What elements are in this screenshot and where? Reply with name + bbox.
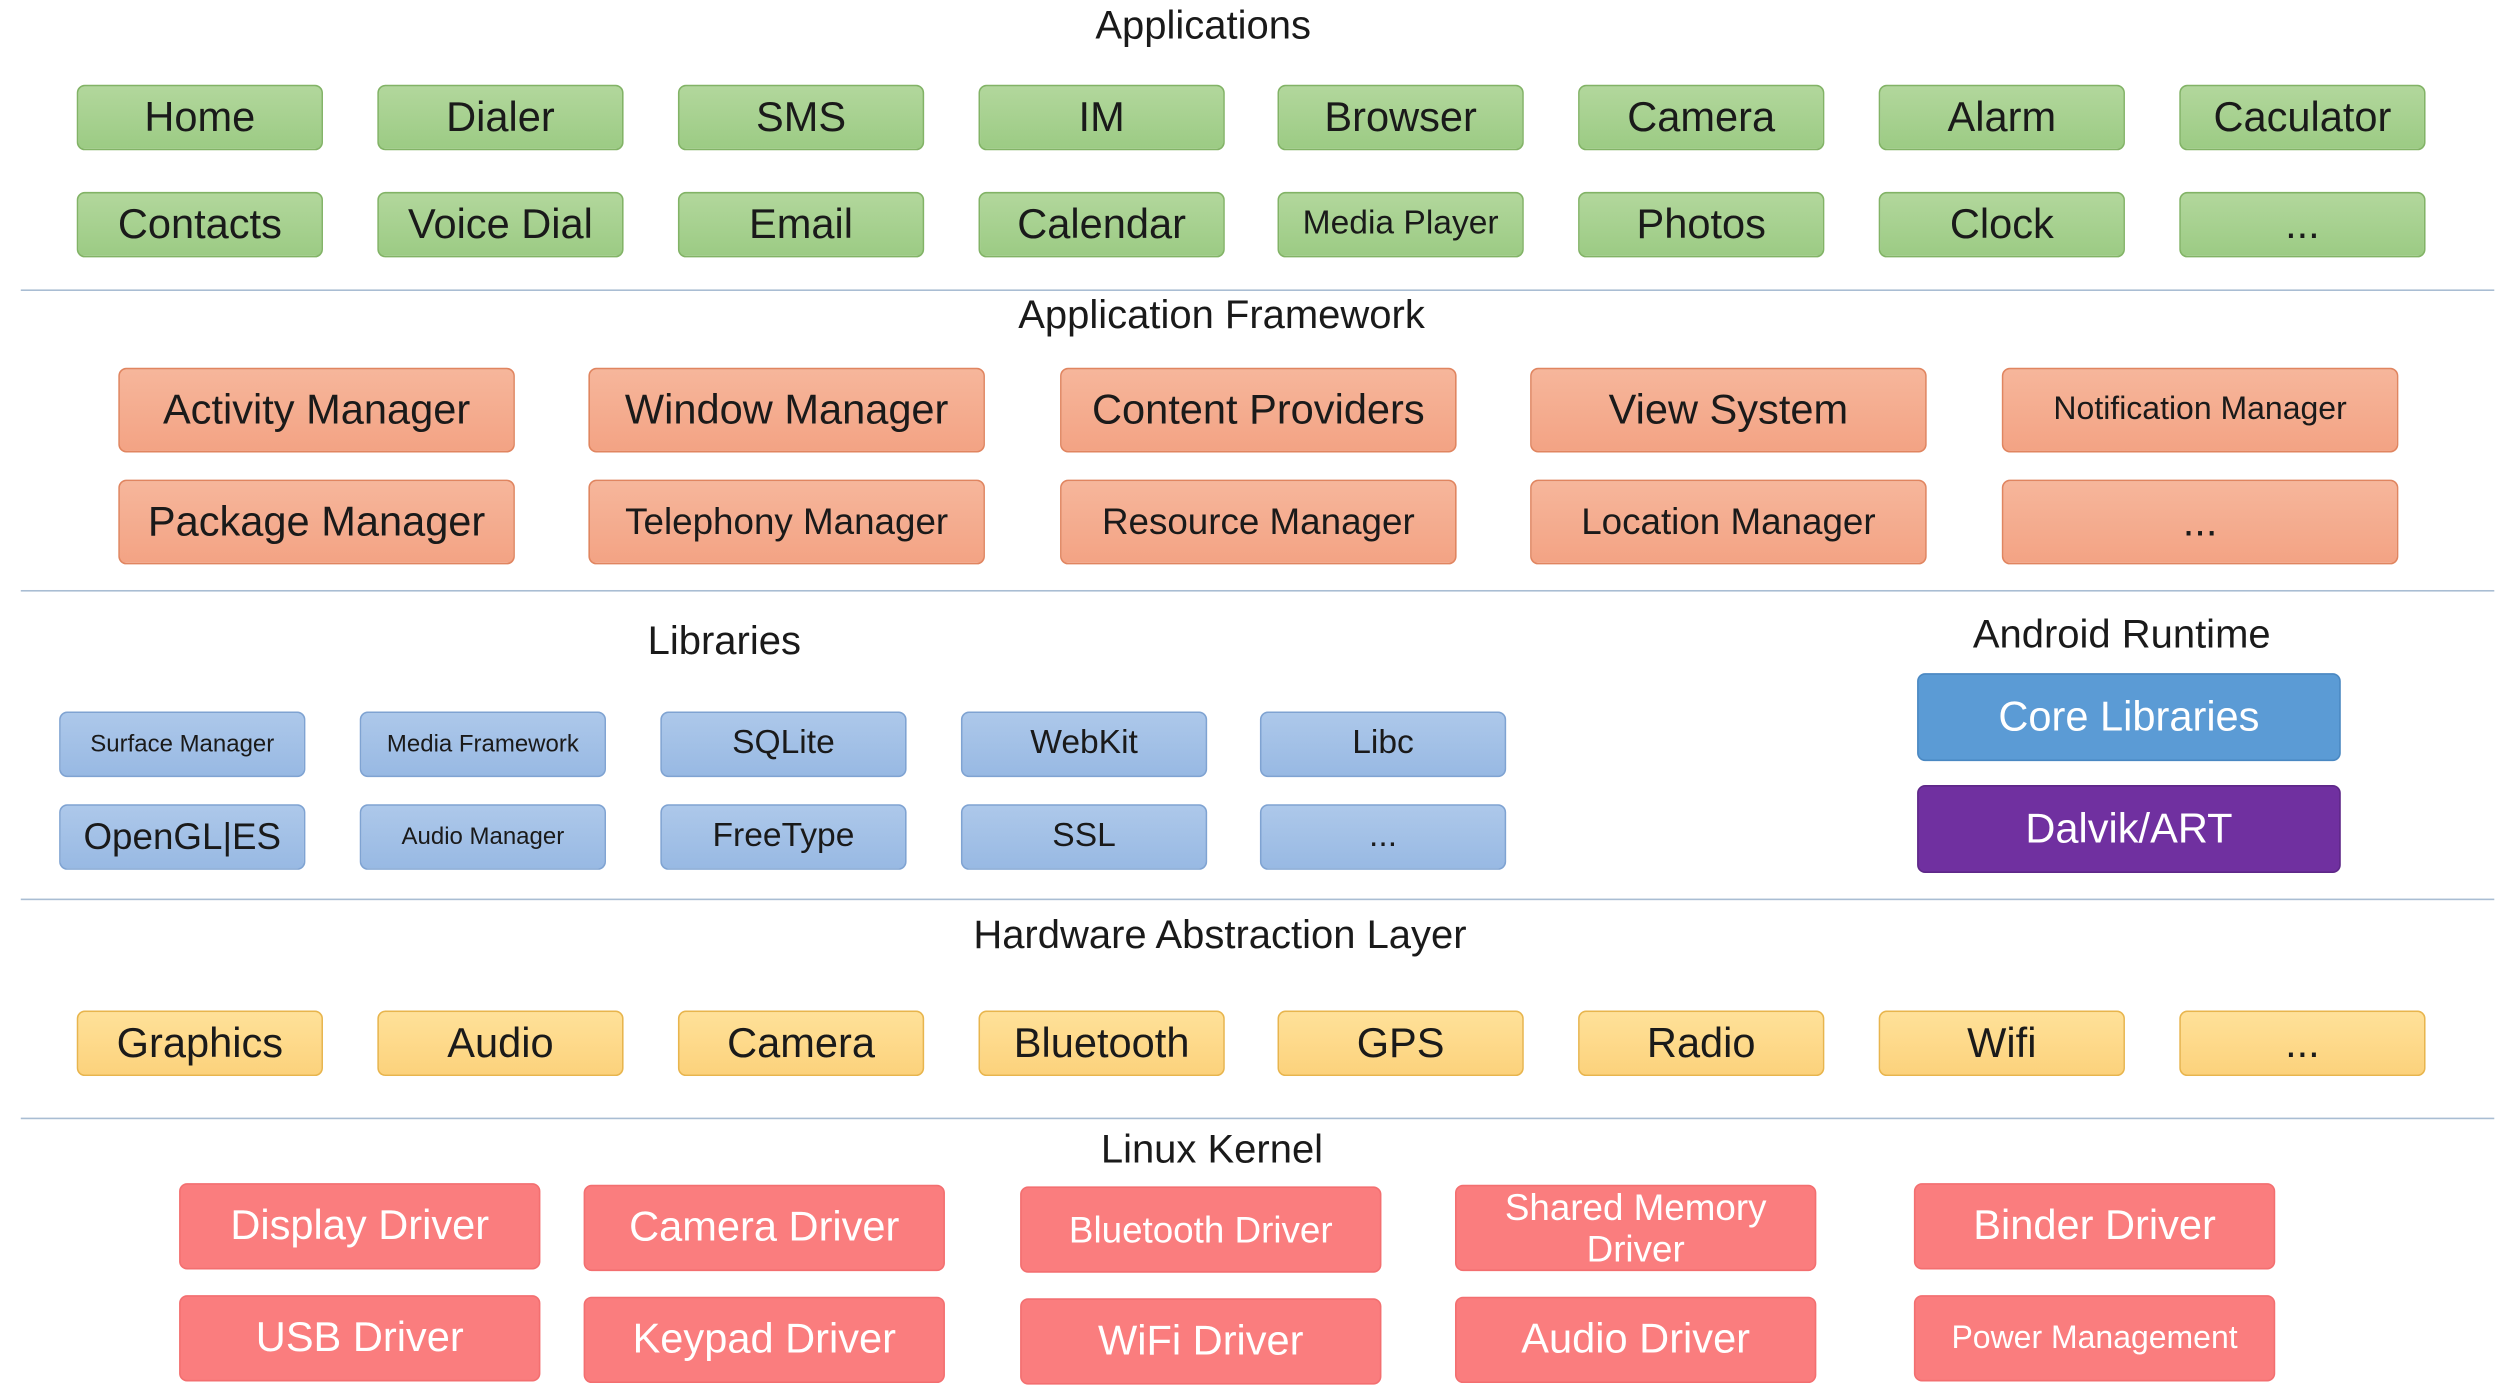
- app-calendar: Calendar: [978, 191, 1225, 258]
- hal-bluetooth: Bluetooth: [978, 1010, 1225, 1077]
- app-clock: Clock: [1878, 191, 2125, 258]
- fw-notification-manager: Notification Manager: [2001, 367, 2399, 453]
- fw-package-manager: Package Manager: [118, 479, 515, 565]
- hal-radio: Radio: [1578, 1010, 1825, 1077]
- kernel-audio-driver: Audio Driver: [1454, 1296, 1817, 1384]
- lib-ssl: SSL: [960, 804, 1208, 870]
- layer-separator: [20, 898, 2495, 901]
- fw-more: ...: [2001, 479, 2399, 565]
- kernel-binder-driver: Binder Driver: [1913, 1183, 2276, 1270]
- fw-activity-manager: Activity Manager: [118, 367, 515, 453]
- hal-graphics: Graphics: [76, 1010, 323, 1077]
- lib-webkit: WebKit: [960, 711, 1208, 778]
- app-im: IM: [978, 84, 1225, 151]
- lib-libc: Libc: [1259, 711, 1507, 778]
- app-photos: Photos: [1578, 191, 1825, 258]
- fw-location-manager: Location Manager: [1530, 479, 1927, 565]
- lib-sqlite: SQLite: [660, 711, 907, 778]
- hal-title: Hardware Abstraction Layer: [973, 912, 1467, 958]
- kernel-display-driver: Display Driver: [179, 1183, 541, 1270]
- app-contacts: Contacts: [76, 191, 323, 258]
- fw-window-manager: Window Manager: [588, 367, 985, 453]
- app-more: ...: [2179, 191, 2426, 258]
- libraries-title: Libraries: [647, 618, 801, 664]
- framework-title: Application Framework: [1018, 292, 1425, 338]
- hal-audio: Audio: [377, 1010, 624, 1077]
- fw-telephony-manager: Telephony Manager: [588, 479, 985, 565]
- hal-camera: Camera: [677, 1010, 925, 1077]
- kernel-power-management: Power Management: [1913, 1295, 2276, 1382]
- runtime-dalvik-art: Dalvik/ART: [1917, 785, 2341, 873]
- app-voice-dial: Voice Dial: [377, 191, 624, 258]
- layer-separator: [20, 1117, 2495, 1120]
- app-calculator: Caculator: [2179, 84, 2426, 151]
- fw-view-system: View System: [1530, 367, 1927, 453]
- kernel-wifi-driver: WiFi Driver: [1020, 1298, 1382, 1385]
- kernel-camera-driver: Camera Driver: [583, 1184, 945, 1272]
- lib-surface-manager: Surface Manager: [59, 711, 306, 778]
- lib-more: ...: [1259, 804, 1507, 870]
- hal-gps: GPS: [1277, 1010, 1524, 1077]
- app-alarm: Alarm: [1878, 84, 2125, 151]
- applications-title: Applications: [1095, 3, 1311, 48]
- kernel-title: Linux Kernel: [1100, 1127, 1324, 1172]
- kernel-usb-driver: USB Driver: [179, 1295, 541, 1382]
- app-dialer: Dialer: [377, 84, 624, 151]
- lib-audio-manager: Audio Manager: [359, 804, 606, 870]
- fw-resource-manager: Resource Manager: [1060, 479, 1457, 565]
- lib-opengl-es: OpenGL|ES: [59, 804, 306, 870]
- layer-separator: [20, 589, 2495, 592]
- kernel-shared-memory-driver: Shared Memory Driver: [1454, 1184, 1817, 1272]
- kernel-bluetooth-driver: Bluetooth Driver: [1020, 1186, 1382, 1273]
- kernel-keypad-driver: Keypad Driver: [583, 1296, 945, 1384]
- hal-wifi: Wifi: [1878, 1010, 2125, 1077]
- hal-more: ...: [2179, 1010, 2426, 1077]
- app-media-player: Media Player: [1277, 191, 1524, 258]
- app-camera: Camera: [1578, 84, 1825, 151]
- fw-content-providers: Content Providers: [1060, 367, 1457, 453]
- layer-separator: [20, 289, 2495, 291]
- app-email: Email: [677, 191, 925, 258]
- runtime-core-libraries: Core Libraries: [1917, 673, 2341, 762]
- runtime-title: Android Runtime: [1972, 612, 2271, 658]
- app-sms: SMS: [677, 84, 925, 151]
- lib-freetype: FreeType: [660, 804, 907, 870]
- lib-media-framework: Media Framework: [359, 711, 606, 778]
- app-home: Home: [76, 84, 323, 151]
- app-browser: Browser: [1277, 84, 1524, 151]
